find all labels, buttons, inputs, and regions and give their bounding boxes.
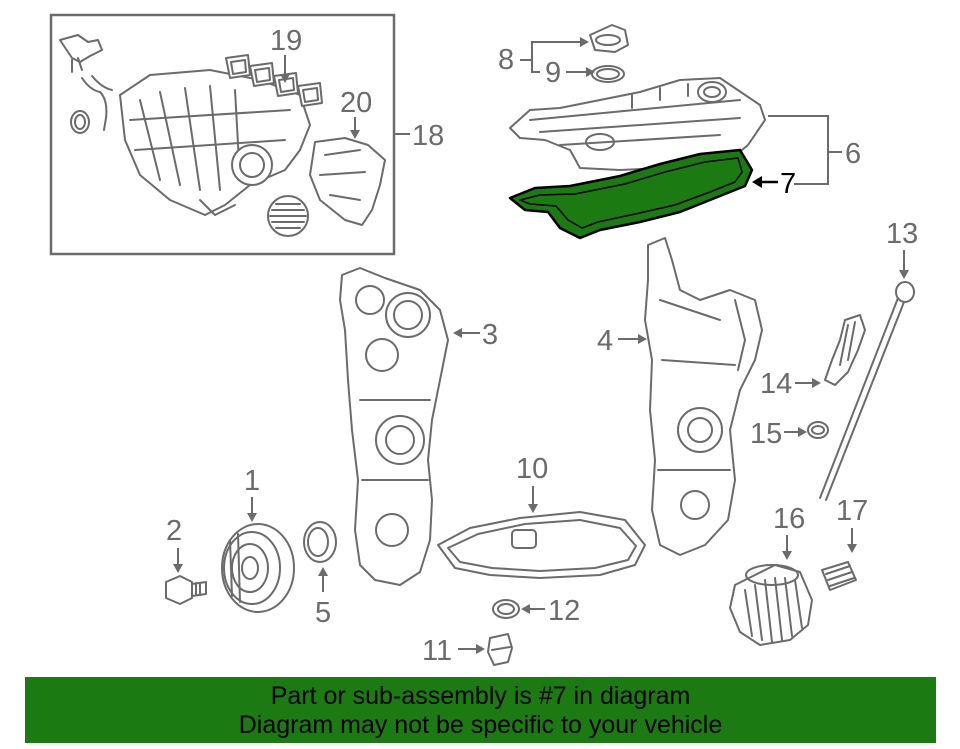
callout-14: 14: [760, 368, 792, 400]
callout-11: 11: [422, 635, 452, 667]
callout-20: 20: [340, 87, 372, 119]
callout-15: 15: [750, 418, 782, 450]
dipstick-o-ring: [807, 421, 829, 439]
callout-13: 13: [886, 218, 918, 250]
oil-pan: [437, 511, 646, 579]
callout-2: 2: [166, 515, 182, 547]
crankshaft-pulley: [221, 523, 295, 613]
callout-16: 16: [773, 503, 805, 535]
banner-line-2: Diagram may not be specific to your vehi…: [238, 711, 723, 739]
callout-10: 10: [516, 453, 548, 485]
filler-cap-gasket: [591, 65, 625, 83]
callout-1: 1: [244, 465, 260, 497]
pulley-bolt: [165, 575, 207, 605]
timing-cover: [644, 237, 763, 556]
dipstick: [819, 281, 915, 501]
callout-9: 9: [545, 57, 561, 89]
callout-3: 3: [482, 319, 498, 351]
info-banner: Part or sub-assembly is #7 in diagram Di…: [25, 677, 936, 743]
valve-cover-gasket-highlighted[interactable]: [508, 148, 754, 240]
intake-bracket: [309, 137, 386, 226]
callout-7[interactable]: 7: [780, 168, 796, 200]
throttle-gasket: [267, 195, 309, 237]
callout-6: 6: [845, 138, 861, 170]
dipstick-tube: [824, 314, 866, 386]
timing-cover-plate: [339, 267, 449, 586]
callout-5: 5: [315, 597, 331, 629]
oil-filter-union: [821, 561, 857, 591]
sensor-hose: [59, 34, 113, 134]
banner-line-1: Part or sub-assembly is #7 in diagram: [270, 682, 691, 710]
drain-plug: [487, 633, 513, 666]
callout-17: 17: [836, 495, 868, 527]
valve-cover: [509, 77, 766, 171]
intake-manifold: [119, 69, 311, 216]
callout-8: 8: [498, 44, 514, 76]
callout-4: 4: [597, 325, 613, 357]
callout-18: 18: [412, 120, 444, 152]
drain-plug-gasket: [492, 599, 520, 619]
callout-12: 12: [548, 595, 580, 627]
crankshaft-seal: [303, 521, 337, 563]
oil-filler-cap: [589, 24, 629, 53]
oil-filter: [729, 564, 813, 646]
callout-19: 19: [270, 25, 302, 57]
